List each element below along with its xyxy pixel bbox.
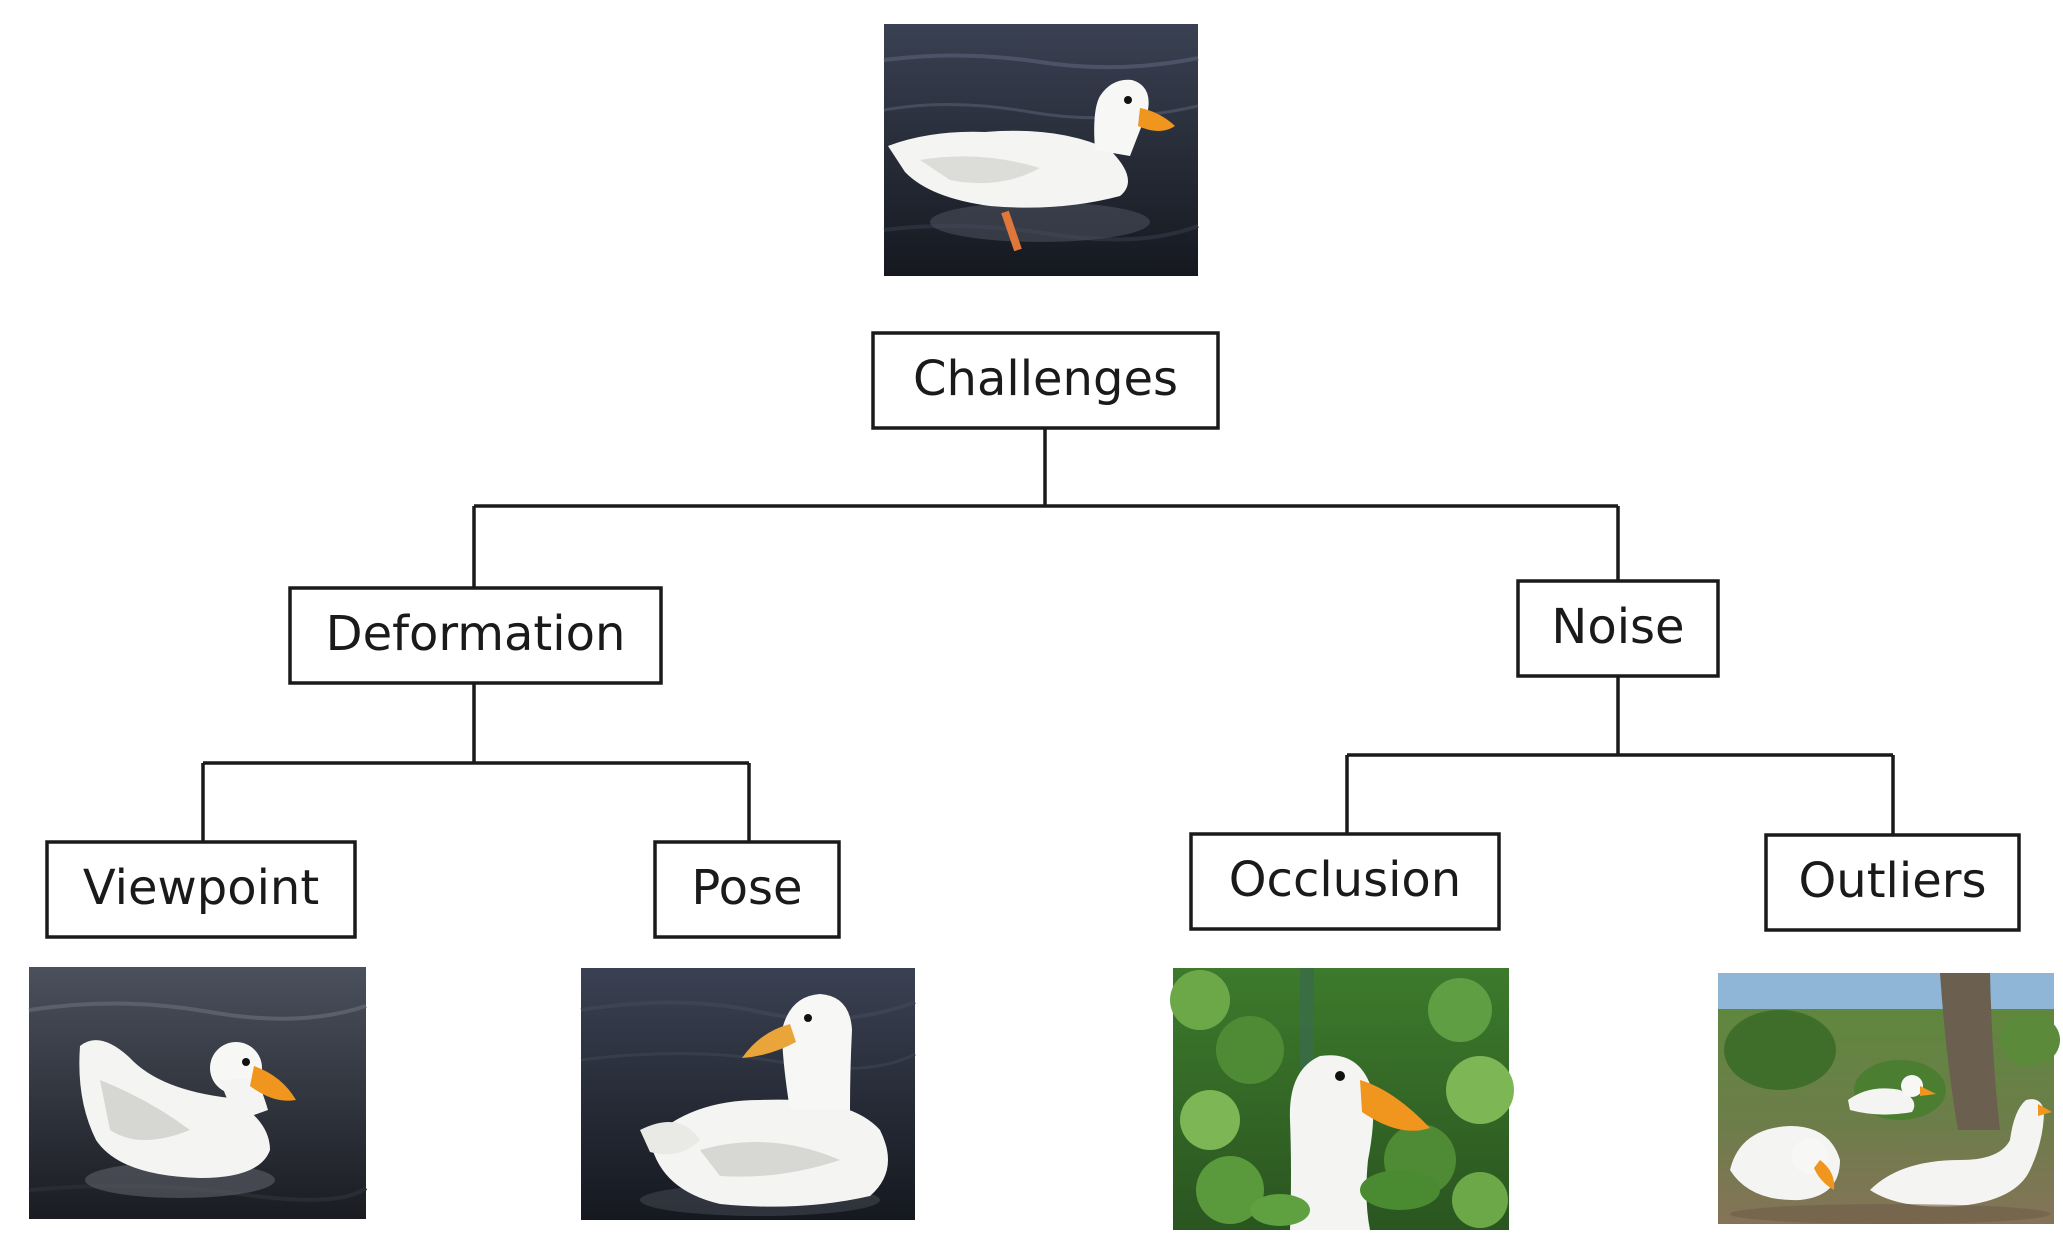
node-occlusion-label: Occlusion [1229, 852, 1461, 908]
duck-swimming-angle-photo [28, 967, 368, 1219]
node-viewpoint-label: Viewpoint [83, 860, 319, 916]
node-deformation-label: Deformation [326, 606, 626, 662]
node-outliers: Outliers [1764, 833, 2021, 932]
tree-connectors [201, 428, 1895, 842]
node-viewpoint: Viewpoint [45, 840, 357, 939]
node-occlusion: Occlusion [1189, 832, 1501, 931]
node-noise-label: Noise [1551, 599, 1684, 655]
node-challenges-label: Challenges [913, 351, 1178, 407]
node-deformation: Deformation [288, 586, 663, 685]
ducks-under-tree-photo [1718, 973, 2060, 1224]
duck-behind-plants-photo [1170, 968, 1514, 1230]
node-challenges: Challenges [871, 331, 1220, 430]
duck-preening-photo [580, 968, 916, 1220]
node-pose: Pose [653, 840, 841, 939]
node-pose-label: Pose [691, 860, 802, 916]
duck-swimming-photo [883, 24, 1199, 276]
node-outliers-label: Outliers [1799, 853, 1987, 909]
node-noise: Noise [1516, 579, 1720, 678]
